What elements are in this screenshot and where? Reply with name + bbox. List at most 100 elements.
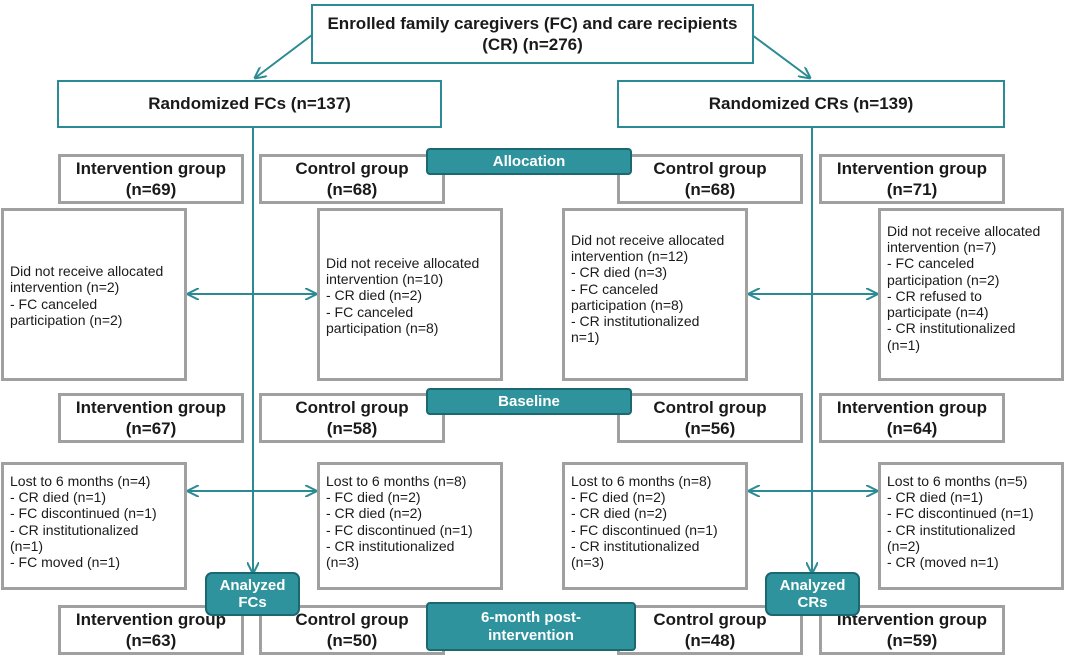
- analyzed-crs-line2: CRs: [797, 594, 828, 611]
- analyzed-crs-badge: Analyzed CRs: [765, 572, 860, 616]
- group-label: Control group: [295, 158, 409, 178]
- detail-line: - CR died (n=2): [326, 287, 423, 304]
- analyzed-crs-line1: Analyzed: [779, 576, 846, 594]
- randomized-cr-box: Randomized CRs (n=139): [617, 80, 1005, 128]
- detail-line: - CR institutionalized: [326, 537, 455, 554]
- detail-line: - FC canceled: [10, 295, 98, 312]
- detail-line: Did not receive allocated: [10, 263, 164, 280]
- detail-line: - CR died (n=1): [887, 489, 984, 506]
- allocation-stage-label: Allocation: [492, 152, 566, 170]
- detail-line: - CR (moved n=1): [887, 554, 999, 571]
- group-label: Intervention group: [75, 158, 227, 178]
- post-stage-line1: 6-month post-: [481, 609, 581, 627]
- group-count: (n=68): [684, 180, 736, 199]
- detail-line: - FC moved (n=1): [10, 554, 121, 571]
- detail-line: participation (n=2): [887, 271, 1000, 288]
- detail-line: participation (n=8): [571, 296, 684, 313]
- baseline-cr-intervention-box: Intervention group (n=64): [819, 393, 1005, 443]
- not-received-cr-control-box: Did not receive allocated intervention (…: [562, 208, 748, 381]
- group-label: Control group: [295, 609, 409, 629]
- detail-line: - FC canceled: [887, 255, 975, 272]
- analyzed-fcs-badge: Analyzed FCs: [205, 572, 300, 616]
- detail-line: - CR died (n=3): [571, 264, 668, 281]
- detail-line: (n=3): [571, 554, 605, 571]
- group-label: Intervention group: [75, 609, 227, 629]
- allocation-stage-badge: Allocation: [426, 148, 632, 175]
- detail-line: participate (n=4): [887, 304, 989, 321]
- post-fc-control-box: Control group (n=50): [259, 605, 445, 655]
- detail-line: participation (n=8): [326, 319, 439, 336]
- group-count: (n=48): [684, 631, 736, 650]
- detail-line: Did not receive allocated: [326, 254, 480, 271]
- baseline-fc-control-box: Control group (n=58): [259, 393, 445, 443]
- randomized-cr-label: Randomized CRs (n=139): [708, 94, 914, 114]
- group-count: (n=63): [125, 631, 177, 650]
- detail-line: - CR institutionalized: [571, 537, 700, 554]
- group-count: (n=59): [886, 631, 938, 650]
- group-label: Intervention group: [836, 609, 988, 629]
- lost-fc-control-box: Lost to 6 months (n=8) - FC died (n=2) -…: [317, 462, 503, 590]
- lost-cr-control-box: Lost to 6 months (n=8) - FC died (n=2) -…: [562, 462, 748, 590]
- detail-line: - CR institutionalized: [887, 521, 1016, 538]
- enrolled-box: Enrolled family caregivers (FC) and care…: [311, 4, 754, 64]
- group-count: (n=68): [326, 180, 378, 199]
- detail-line: - FC discontinued (n=1): [326, 521, 473, 538]
- lost-cr-intervention-box: Lost to 6 months (n=5) - CR died (n=1) -…: [878, 462, 1064, 590]
- detail-line: Lost to 6 months (n=8): [326, 473, 467, 489]
- not-received-fc-control-box: Did not receive allocated intervention (…: [317, 208, 503, 381]
- detail-line: Lost to 6 months (n=8): [571, 473, 712, 489]
- detail-line: intervention (n=7): [887, 239, 997, 256]
- arrow-enrolled-to-fc: [255, 34, 313, 78]
- group-label: Intervention group: [836, 397, 988, 417]
- group-count: (n=69): [125, 180, 177, 199]
- detail-line: - CR institutionalized: [571, 313, 700, 330]
- baseline-fc-intervention-box: Intervention group (n=67): [58, 393, 244, 443]
- not-received-cr-intervention-box: Did not receive allocated intervention (…: [878, 208, 1064, 381]
- analyzed-fcs-line2: FCs: [238, 594, 267, 611]
- randomized-fc-box: Randomized FCs (n=137): [57, 80, 442, 128]
- detail-line: intervention (n=12): [571, 248, 689, 265]
- detail-line: (n=3): [326, 554, 360, 571]
- detail-line: - CR refused to: [887, 287, 982, 304]
- detail-line: Lost to 6 months (n=5): [887, 473, 1028, 489]
- detail-line: - CR died (n=2): [571, 505, 668, 522]
- detail-line: - CR institutionalized: [887, 320, 1016, 337]
- arrow-enrolled-to-cr: [751, 34, 810, 78]
- post-intervention-stage-badge: 6-month post- intervention: [426, 602, 636, 651]
- detail-line: - FC discontinued (n=1): [10, 505, 157, 522]
- enrolled-line1: Enrolled family caregivers (FC) and care…: [327, 13, 738, 33]
- detail-line: - FC discontinued (n=1): [887, 505, 1034, 522]
- detail-line: (n=1): [887, 336, 921, 353]
- detail-line: Did not receive allocated: [887, 223, 1041, 239]
- detail-line: - FC died (n=2): [326, 489, 421, 506]
- baseline-stage-badge: Baseline: [426, 388, 632, 415]
- group-count: (n=71): [886, 180, 938, 199]
- group-label: Control group: [295, 397, 409, 417]
- detail-line: n=1): [571, 329, 600, 346]
- alloc-fc-control-box: Control group (n=68): [259, 154, 445, 204]
- group-count: (n=58): [326, 419, 378, 438]
- detail-line: - CR died (n=2): [326, 505, 423, 522]
- detail-line: - FC canceled: [571, 280, 659, 297]
- detail-line: Did not receive allocated: [571, 232, 725, 248]
- post-stage-line2: intervention: [488, 626, 574, 644]
- randomized-fc-label: Randomized FCs (n=137): [148, 94, 351, 114]
- group-count: (n=64): [886, 419, 938, 438]
- group-label: Intervention group: [75, 397, 227, 417]
- group-label: Intervention group: [836, 158, 988, 178]
- baseline-stage-label: Baseline: [498, 392, 560, 410]
- group-label: Control group: [653, 397, 767, 417]
- detail-line: Lost to 6 months (n=4): [10, 473, 151, 489]
- group-label: Control group: [653, 609, 767, 629]
- detail-line: intervention (n=2): [10, 279, 120, 296]
- detail-line: - CR institutionalized: [10, 521, 139, 538]
- detail-line: - FC died (n=2): [571, 489, 666, 506]
- detail-line: intervention (n=10): [326, 271, 444, 288]
- group-count: (n=50): [326, 631, 378, 650]
- analyzed-fcs-line1: Analyzed: [219, 576, 286, 594]
- alloc-fc-intervention-box: Intervention group (n=69): [58, 154, 244, 204]
- not-received-fc-intervention-box: Did not receive allocated intervention (…: [1, 208, 187, 381]
- group-label: Control group: [653, 158, 767, 178]
- group-count: (n=67): [125, 419, 177, 438]
